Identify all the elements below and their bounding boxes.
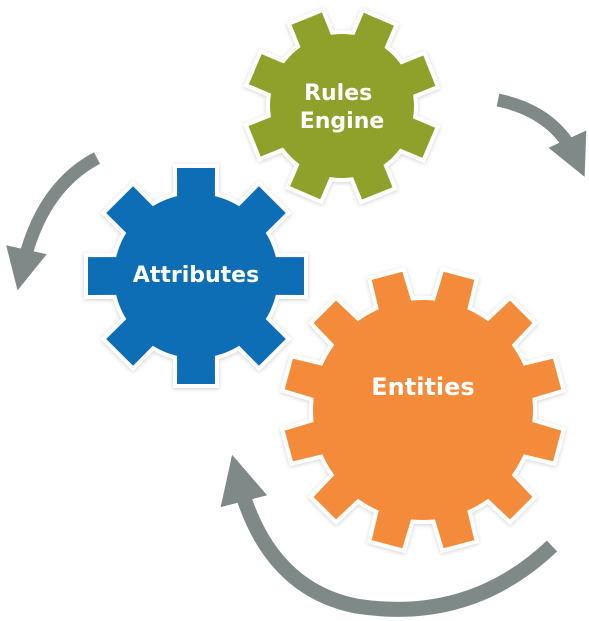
arrow-bottom (220, 454, 558, 617)
gear-entities-shape (279, 266, 567, 554)
gear-rules-engine-shape (243, 7, 441, 205)
gear-attributes: Attributes (84, 164, 308, 388)
gear-attributes-label: Attributes (133, 263, 259, 288)
gear-rules-engine-line-1: Rules (304, 81, 372, 106)
gear-rules-engine-label: Rules Engine (300, 81, 385, 134)
gear-attributes-shape (84, 164, 308, 388)
gear-entities: Entities (279, 266, 567, 554)
arrow-left (6, 152, 101, 291)
gear-entities-label: Entities (371, 373, 474, 401)
gear-rules-engine-line-2: Engine (300, 109, 385, 134)
gear-attributes-line-1: Attributes (133, 263, 259, 288)
arrow-top-right (496, 93, 587, 177)
gear-rules-engine: Rules Engine (243, 7, 441, 205)
gear-entities-line-1: Entities (371, 373, 474, 401)
